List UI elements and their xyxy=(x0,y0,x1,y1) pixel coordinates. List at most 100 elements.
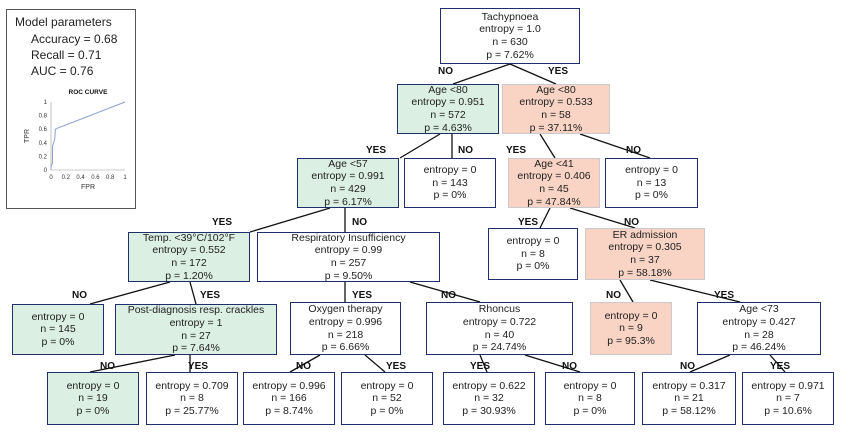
node-line: p = 58.12% xyxy=(662,404,716,417)
node-line: entropy = 0 xyxy=(604,309,658,322)
node-line: p = 8.74% xyxy=(265,404,313,417)
node-line: p = 10.6% xyxy=(764,404,812,417)
node-line: n = 8 xyxy=(578,392,602,405)
node-line: Age <57 xyxy=(328,157,368,170)
x-tick-label: 0 xyxy=(49,175,53,181)
node-line: entropy = 0 xyxy=(506,235,560,248)
node-line: p = 47.84% xyxy=(527,195,581,208)
edge-label-yes: YES xyxy=(548,66,569,77)
auc-value: AUC = 0.76 xyxy=(31,64,94,78)
params-title: Model parameters xyxy=(15,15,112,29)
node-line: entropy = 0.305 xyxy=(608,241,682,254)
edge-label-no: NO xyxy=(458,145,473,156)
node-line: p = 0% xyxy=(573,404,607,417)
node-line: p = 6.66% xyxy=(321,341,370,354)
node-line: n = 28 xyxy=(744,328,774,341)
node-line: n = 21 xyxy=(674,392,704,405)
node-line: n = 8 xyxy=(521,247,545,260)
node-line: entropy = 1.0 xyxy=(479,23,541,36)
edge-label-yes: NO xyxy=(606,290,621,301)
node-line: n = 572 xyxy=(430,109,466,121)
node-line: entropy = 0.622 xyxy=(452,379,526,392)
node-line: n = 27 xyxy=(181,329,211,342)
roc-chart: ROC CURVE000.20.20.40.40.60.60.80.811TPR… xyxy=(24,89,127,191)
node-line: entropy = 0 xyxy=(360,379,414,392)
node-line: p = 0% xyxy=(370,404,404,417)
node-line: Tachypnoea xyxy=(481,10,539,23)
x-tick-label: 1 xyxy=(123,175,127,181)
edge-label-yes: YES xyxy=(366,145,387,156)
node-line: Age <41 xyxy=(534,157,574,170)
node-line: Age <80 xyxy=(536,83,576,96)
node-line: entropy = 0.427 xyxy=(722,315,796,328)
node-line: n = 58 xyxy=(541,109,571,121)
node-line: p = 46.24% xyxy=(732,341,786,354)
node-line: n = 429 xyxy=(330,183,366,195)
edge-label-yes: YES xyxy=(386,361,407,372)
node-line: n = 45 xyxy=(539,183,569,195)
edge-label-no: YES xyxy=(470,361,491,372)
node-line: n = 143 xyxy=(432,176,468,189)
recall-value: Recall = 0.71 xyxy=(31,48,102,62)
edge-label-no: NO xyxy=(352,217,367,228)
node-line: entropy = 0 xyxy=(66,379,120,392)
edge-label-yes: NO xyxy=(72,290,87,301)
node-line: Respiratory Insufficiency xyxy=(291,231,406,244)
node-line: p = 30.93% xyxy=(462,404,516,417)
edge-label-yes: YES xyxy=(212,217,233,228)
node-line: p = 25.77% xyxy=(165,404,219,417)
node-line: p = 58.18% xyxy=(618,266,672,279)
node-line: entropy = 0.709 xyxy=(155,379,229,392)
node-line: n = 172 xyxy=(171,257,207,269)
edge-label-yes: NO xyxy=(562,361,577,372)
edge-label-no: YES xyxy=(714,290,735,301)
node-line: entropy = 0 xyxy=(31,310,85,323)
x-tick-label: 0.2 xyxy=(62,175,71,181)
node-line: ER admission xyxy=(612,228,678,241)
node-line: p = 37.11% xyxy=(529,121,583,134)
node-line: n = 630 xyxy=(492,36,528,48)
node-line: entropy = 1 xyxy=(169,316,223,329)
node-line: n = 145 xyxy=(40,323,76,336)
edge-label-no: NO xyxy=(100,361,115,372)
node-line: entropy = 0.996 xyxy=(252,379,326,392)
node-line: n = 52 xyxy=(372,392,402,405)
edge-label-no: NO xyxy=(626,145,641,156)
node-line: p = 24.74% xyxy=(472,341,527,354)
y-tick-label: 0.4 xyxy=(39,141,48,147)
roc-title: ROC CURVE xyxy=(69,89,109,96)
node-line: n = 32 xyxy=(474,392,504,405)
node-line: Age <73 xyxy=(739,303,779,316)
node-line: n = 13 xyxy=(636,176,667,189)
node-line: entropy = 0.996 xyxy=(308,315,383,328)
node-line: n = 218 xyxy=(327,328,364,341)
x-axis-label: FPR xyxy=(81,184,95,191)
node-line: Oxygen therapy xyxy=(308,303,383,316)
edge-label-yes: NO xyxy=(680,361,695,372)
node-line: p = 9.50% xyxy=(324,269,373,282)
node-line: entropy = 0.317 xyxy=(652,379,726,392)
node-line: entropy = 0.406 xyxy=(517,170,591,183)
x-tick-label: 0.4 xyxy=(76,175,85,181)
edge-label-no: YES xyxy=(770,361,791,372)
y-tick-label: 0.8 xyxy=(39,114,48,120)
node-line: n = 40 xyxy=(484,328,515,341)
node-line: p = 4.63% xyxy=(424,121,472,134)
